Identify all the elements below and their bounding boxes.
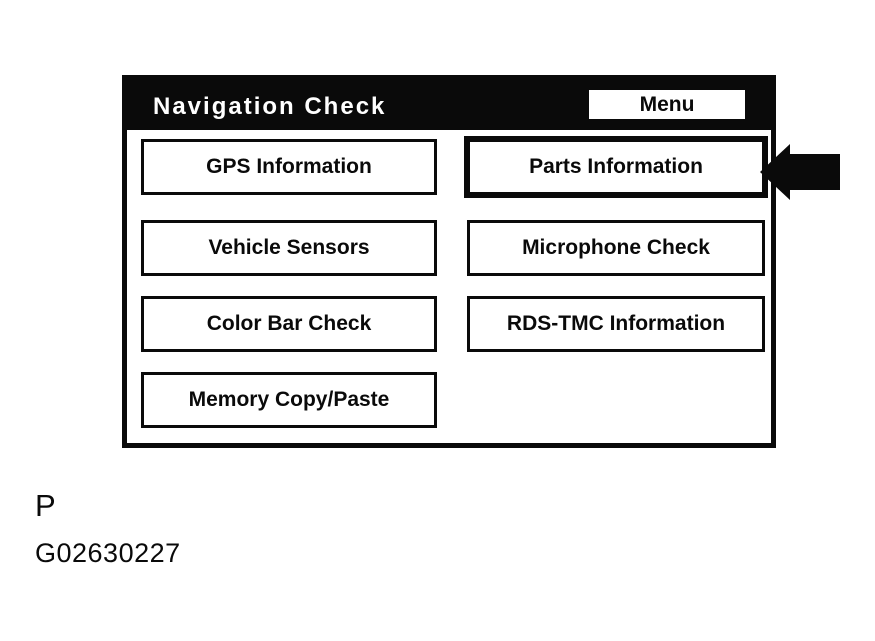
- button-memory-copy-paste[interactable]: Memory Copy/Paste: [141, 372, 437, 428]
- button-color-bar-check[interactable]: Color Bar Check: [141, 296, 437, 352]
- button-vehicle-sensors[interactable]: Vehicle Sensors: [141, 220, 437, 276]
- button-label: Parts Information: [529, 155, 703, 178]
- button-parts-information[interactable]: Parts Information: [464, 136, 768, 198]
- titlebar: Navigation Check Menu: [127, 80, 771, 130]
- navigation-check-screen: Navigation Check Menu GPS Information Pa…: [122, 75, 776, 448]
- menu-button[interactable]: Menu: [588, 89, 746, 120]
- button-label: RDS-TMC Information: [506, 312, 726, 335]
- button-label: Microphone Check: [522, 236, 710, 259]
- button-label: GPS Information: [206, 155, 372, 178]
- button-label: Vehicle Sensors: [208, 236, 370, 259]
- button-label: Color Bar Check: [206, 312, 372, 335]
- arrow-left-icon: [760, 144, 840, 200]
- caption-letter: P: [35, 488, 56, 523]
- button-microphone-check[interactable]: Microphone Check: [467, 220, 765, 276]
- button-label: Memory Copy/Paste: [188, 388, 390, 411]
- button-rds-tmc-information[interactable]: RDS-TMC Information: [467, 296, 765, 352]
- button-gps-information[interactable]: GPS Information: [141, 139, 437, 195]
- figure-id: G02630227: [35, 538, 181, 568]
- menu-button-label: Menu: [639, 92, 695, 116]
- screen-title: Navigation Check: [153, 93, 387, 120]
